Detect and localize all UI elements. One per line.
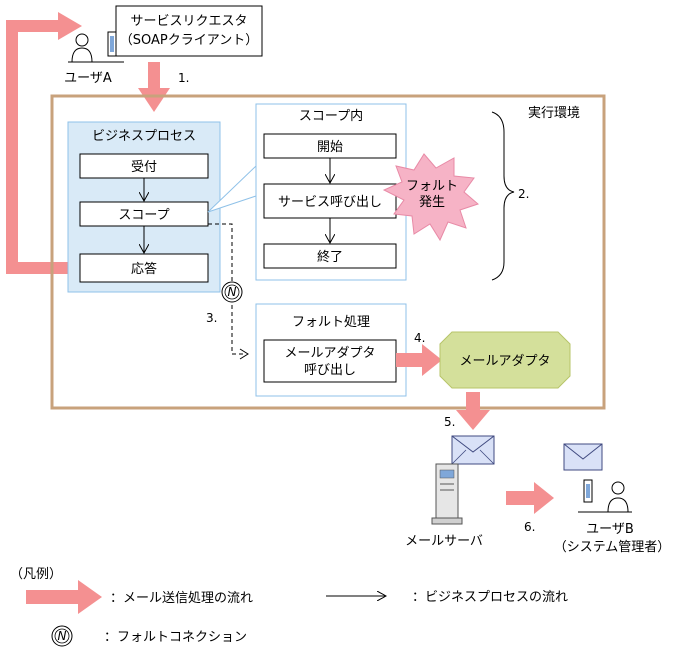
fault-connection-line xyxy=(208,223,246,355)
scope-step-end[interactable] xyxy=(263,243,397,269)
user-a-icon xyxy=(68,31,124,63)
legend-connection-symbol: N xyxy=(58,629,67,643)
user-b-icon xyxy=(578,479,632,513)
environment-label: 実行環境 xyxy=(528,105,580,121)
legend-bp-flow-label: ：ビジネスプロセスの流れ xyxy=(412,590,568,605)
mail-adapter-label: メールアダプタ xyxy=(459,354,550,369)
bp-step-receive[interactable] xyxy=(79,153,209,179)
user-b-label-2: （システム管理者） xyxy=(554,540,671,555)
scope-step-start-label: 開始 xyxy=(317,140,343,155)
step-1-number: 1. xyxy=(178,71,189,85)
fault-handler-title: フォルト処理 xyxy=(292,315,370,330)
envelope-icon-2 xyxy=(563,443,603,471)
step-2-number: 2. xyxy=(518,187,529,201)
step-5-number: 5. xyxy=(444,415,455,429)
bp-step-respond-label: 応答 xyxy=(131,261,157,277)
step-4-number: 4. xyxy=(414,331,425,345)
mail-server-flow-arrow xyxy=(456,392,490,430)
scope-step-end-label: 終了 xyxy=(317,249,343,265)
bp-step-receive-label: 受付 xyxy=(131,160,157,175)
adapter-flow-arrow xyxy=(396,344,442,376)
legend-mail-flow-arrow xyxy=(26,580,102,614)
fault-handler-step-label-2: 呼び出し xyxy=(304,363,356,378)
user-a-label: ユーザA xyxy=(64,71,112,86)
fault-starburst xyxy=(382,153,479,242)
bp-step-scope[interactable] xyxy=(79,201,209,227)
legend-mail-flow-label: ：メール送信処理の流れ xyxy=(110,591,253,606)
fault-label-2: 発生 xyxy=(419,195,445,210)
scope-panel-title: スコープ内 xyxy=(299,108,363,124)
step-6-number: 6. xyxy=(524,520,535,534)
fault-label-1: フォルト xyxy=(406,179,458,194)
response-flow-arrow xyxy=(6,12,82,274)
request-flow-arrow xyxy=(138,62,170,112)
user-b-flow-arrow xyxy=(506,482,554,514)
scope-step-invoke[interactable] xyxy=(263,183,397,219)
legend-title: （凡例） xyxy=(10,567,62,582)
server-icon xyxy=(431,463,463,525)
scope-step-start[interactable] xyxy=(263,133,397,159)
business-process-title: ビジネスプロセス xyxy=(92,129,196,144)
step-3-number: 3. xyxy=(206,311,217,325)
callout-joint xyxy=(257,166,259,196)
fault-connection-symbol: N xyxy=(228,285,237,299)
requester-label-2: （SOAPクライアント） xyxy=(120,33,258,48)
mail-server-label: メールサーバ xyxy=(405,534,483,549)
fault-connection-arrowhead xyxy=(239,348,249,360)
scope-step-invoke-label: サービス呼び出し xyxy=(278,195,382,210)
fault-handler-step[interactable] xyxy=(263,339,397,383)
mail-adapter[interactable] xyxy=(439,331,571,389)
user-b-label-1: ユーザB xyxy=(586,522,634,537)
fault-connection-icon-inner xyxy=(224,284,240,300)
bp-step-respond[interactable] xyxy=(79,253,209,283)
scope-brace xyxy=(491,111,515,281)
fault-handler-step-label-1: メールアダプタ xyxy=(284,346,375,361)
service-requester[interactable] xyxy=(115,5,263,57)
requester-label-1: サービスリクエスタ xyxy=(130,14,247,29)
legend-fault-connection-label: ：フォルトコネクション xyxy=(104,630,247,645)
bp-step-scope-label: スコープ xyxy=(118,208,169,223)
envelope-icon xyxy=(451,435,495,465)
legend-fault-connection-icon-inner xyxy=(54,628,70,644)
execution-environment xyxy=(50,94,606,410)
